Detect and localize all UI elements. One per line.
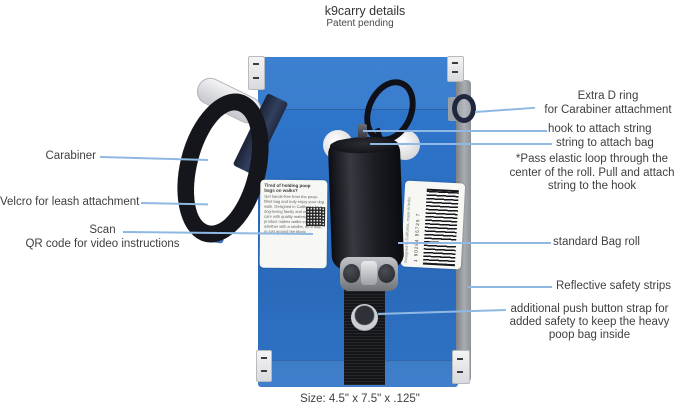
- clamp-knob-right: [378, 264, 395, 283]
- barcode-side-text: Designed in California, made in India.: [402, 196, 412, 263]
- bottom-strap: [344, 288, 385, 385]
- corner-clip-bottom-right: [452, 350, 470, 384]
- qr-code: [305, 207, 326, 227]
- label-string-note-line1: *Pass elastic loop through the: [515, 153, 669, 165]
- barcode-label: Designed in California, made in India. 1…: [400, 180, 466, 270]
- hook-callout-line: [363, 130, 547, 132]
- reflective-safety-strip: [456, 80, 471, 382]
- clamp-plate: [361, 261, 377, 285]
- clip-mark: [261, 370, 267, 372]
- clip-mark: [261, 357, 267, 359]
- label-reflective: Reflective safety strips: [556, 280, 672, 292]
- label-extra-d-ring: Extra D ring for Carabiner attachment: [537, 90, 679, 117]
- info-label: Tired of holding poop bags on walks? Get…: [259, 179, 328, 269]
- roll-clamp: [340, 257, 398, 291]
- corner-clip-bottom-left: [256, 350, 272, 382]
- label-string-note-line3: string to the hook: [547, 180, 637, 192]
- patent-pending-note: Patent pending: [326, 18, 394, 29]
- bag-roll-callout-line: [398, 242, 551, 244]
- reflective-callout-line: [468, 286, 552, 288]
- label-scan-line1: Scan: [89, 224, 116, 236]
- string-callout-line: [370, 143, 552, 145]
- top-flap-seam: [258, 57, 458, 110]
- label-velcro: Velcro for leash attachment: [0, 196, 140, 208]
- label-hook: hook to attach string: [548, 123, 652, 135]
- label-push-line1: additional push button strap for: [510, 303, 669, 315]
- d-ring-callout-line: [474, 106, 535, 113]
- clamp-knob-left: [343, 264, 360, 283]
- label-scan-line2: QR code for video instructions: [25, 237, 180, 250]
- corner-clip-top-right: [447, 56, 464, 82]
- string-hook: [358, 124, 367, 138]
- extra-d-ring: [452, 94, 476, 123]
- corner-clip-top-left: [248, 56, 265, 90]
- label-bag-roll: standard Bag roll: [553, 236, 640, 248]
- clip-mark: [457, 371, 463, 373]
- label-dring-line1: Extra D ring: [577, 90, 639, 102]
- label-carabiner: Carabiner: [45, 150, 97, 162]
- barcode-digits: 1 90284 95725 7: [413, 212, 421, 263]
- label-scan-qr: Scan QR code for video instructions: [10, 224, 195, 251]
- push-button-snap: [351, 304, 378, 331]
- bag-roll: [327, 135, 405, 271]
- velcro-callout-line: [140, 202, 209, 206]
- page-title: k9carry details: [324, 4, 406, 18]
- clip-mark: [253, 77, 259, 79]
- label-push-button: additional push button strap for added s…: [500, 303, 679, 342]
- label-string: string to attach bag: [556, 137, 654, 149]
- clip-mark: [452, 71, 458, 73]
- clip-mark: [457, 358, 463, 360]
- label-dring-line2: for Carabiner attachment: [544, 103, 672, 116]
- size-caption: Size: 4.5" x 7.5" x .125": [300, 393, 420, 405]
- label-push-line3: poop bag inside: [548, 329, 631, 341]
- label-string-note: *Pass elastic loop through the center of…: [505, 153, 679, 194]
- label-push-line2: added safety to keep the heavy: [509, 316, 670, 328]
- clip-mark: [452, 62, 458, 64]
- barcode: [422, 188, 459, 267]
- label-string-note-line2: center of the roll. Pull and attach: [509, 166, 675, 179]
- clip-mark: [253, 63, 259, 65]
- info-label-heading: Tired of holding poop bags on walks?: [264, 182, 311, 194]
